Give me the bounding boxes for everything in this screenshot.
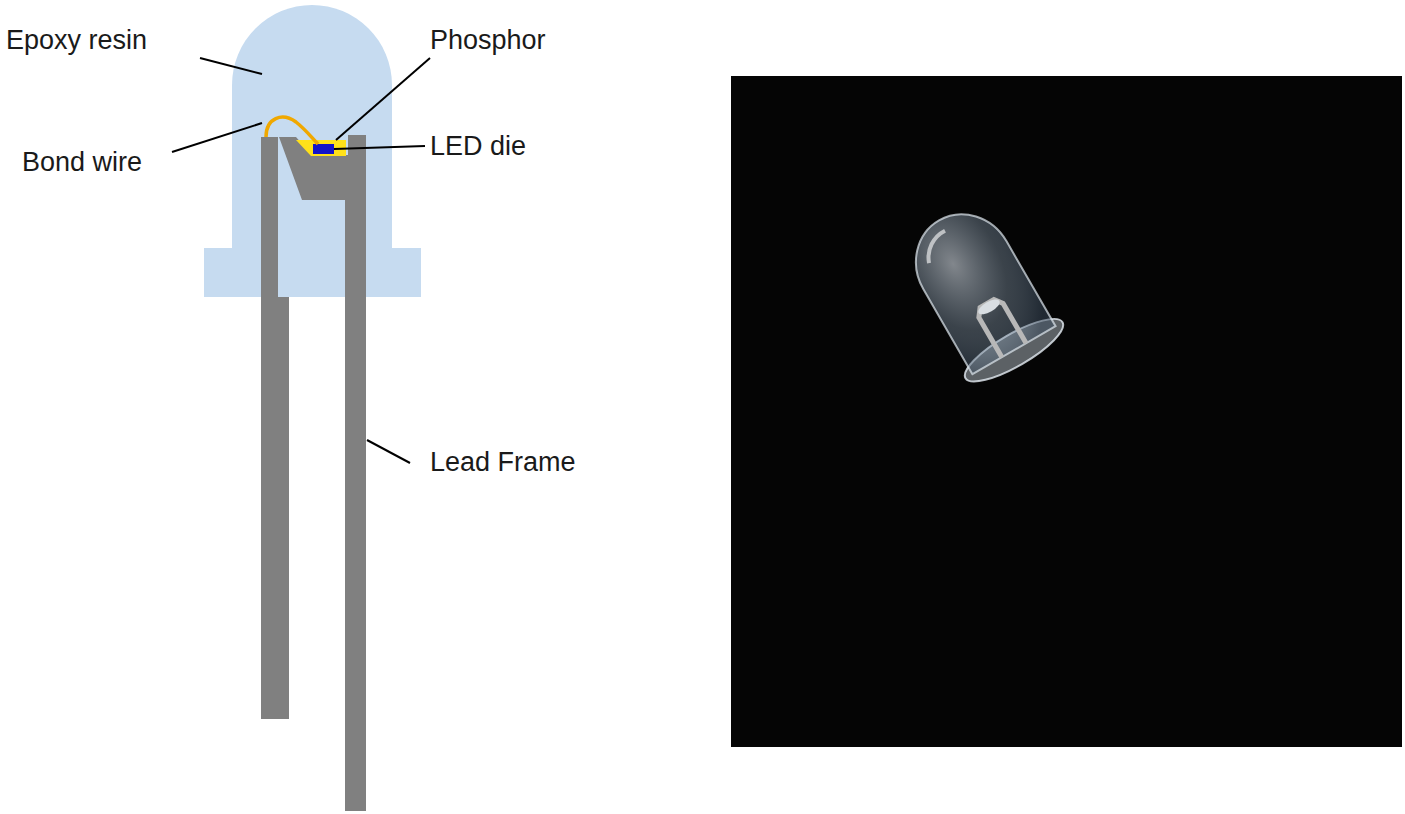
lead-post-left	[261, 137, 278, 297]
leader-line	[367, 440, 410, 463]
part-label: Bond wire	[22, 146, 142, 178]
led-photo	[891, 192, 1194, 605]
led-dome	[897, 196, 1055, 374]
led-highlight	[919, 231, 955, 263]
lead-frame-left	[261, 290, 289, 719]
led-lead	[1025, 341, 1158, 570]
part-label: Epoxy resin	[6, 24, 147, 56]
part-label: LED die	[430, 130, 526, 162]
led-lead	[1000, 355, 1132, 584]
leader-line	[172, 123, 262, 152]
led-die	[313, 144, 334, 154]
lead-post-right	[345, 200, 366, 297]
lead-frame-right	[345, 290, 366, 811]
leader-line	[336, 58, 430, 140]
epoxy-flange	[204, 248, 421, 297]
photo-background	[731, 76, 1402, 747]
part-label: Phosphor	[430, 24, 546, 56]
leader-line	[334, 146, 425, 149]
led-inner-frame	[975, 296, 1026, 357]
part-label: Lead Frame	[430, 446, 576, 478]
led-cup	[976, 297, 1002, 318]
reflector-cup	[279, 135, 366, 297]
bond-wire	[266, 117, 318, 144]
epoxy-dome	[232, 5, 392, 250]
leader-line	[200, 58, 262, 74]
